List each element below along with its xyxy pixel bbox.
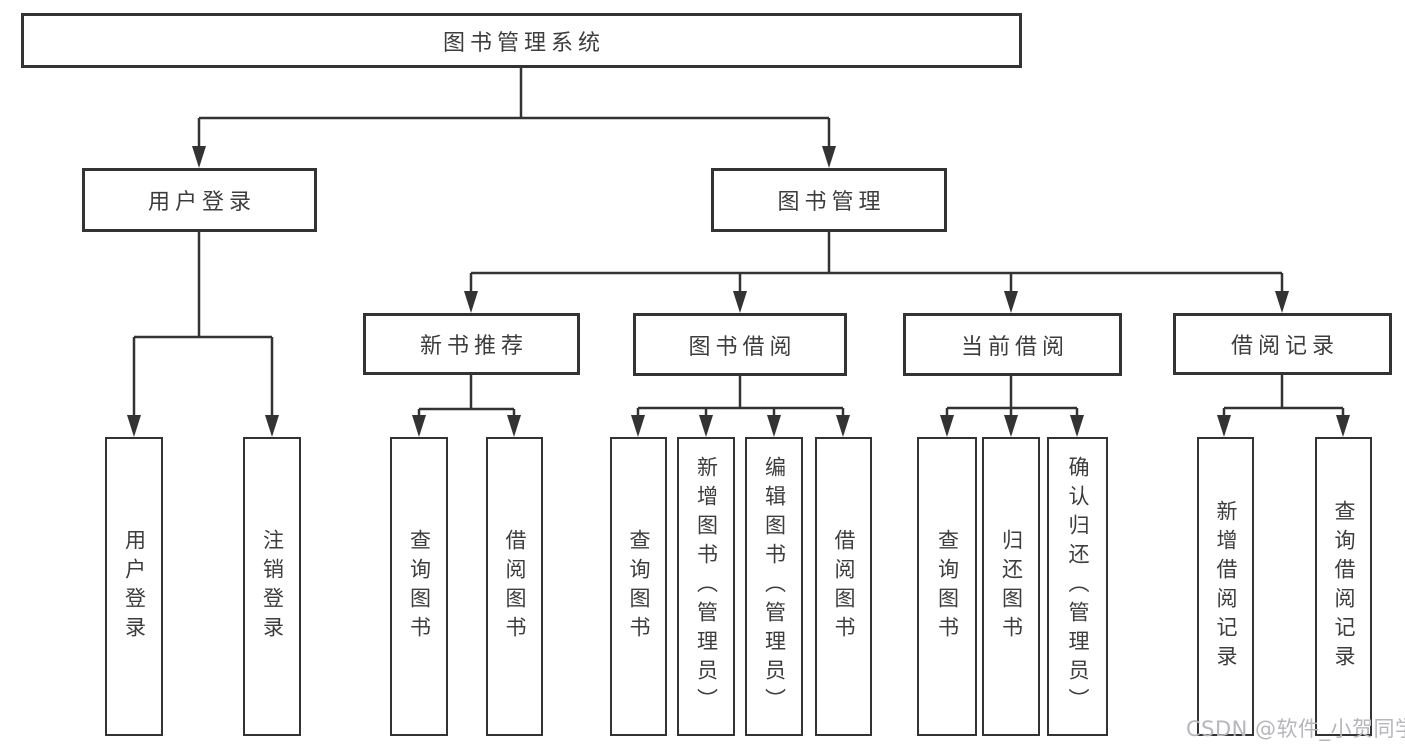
leaf-label: 查询图书 (627, 528, 651, 645)
node-label: 图书管理 (777, 190, 886, 215)
leaf-label: 借阅图书 (503, 528, 527, 645)
leaf-borrow-books-recommend: 借阅图书 (486, 437, 543, 736)
node-book-borrowing: 图书借阅 (633, 313, 847, 376)
node-borrowing-records: 借阅记录 (1173, 313, 1392, 375)
leaf-label: 查询借阅记录 (1332, 499, 1356, 674)
csdn-watermark: CSDN @软件_小贺同学 (1186, 717, 1405, 741)
node-user-login: 用户登录 (82, 168, 317, 232)
leaf-query-books-current: 查询图书 (917, 437, 977, 736)
leaf-edit-book-admin: 编辑图书（管理员） (745, 437, 803, 736)
leaf-label: 查询图书 (407, 528, 432, 645)
leaf-label: 编辑图书（管理员） (762, 456, 787, 717)
leaf-label: 新增图书（管理员） (694, 456, 719, 717)
leaf-label: 借阅图书 (832, 528, 856, 645)
leaf-logout: 注销登录 (243, 437, 301, 736)
node-current-borrowing: 当前借阅 (903, 313, 1122, 376)
node-label: 新书推荐 (419, 334, 528, 359)
leaf-query-books-borrowing: 查询图书 (610, 437, 667, 736)
leaf-borrow-books-borrowing: 借阅图书 (815, 437, 872, 736)
node-label: 当前借阅 (960, 334, 1069, 360)
leaf-return-books: 归还图书 (982, 437, 1040, 736)
node-new-book-recommend: 新书推荐 (363, 313, 580, 375)
node-label: 图书借阅 (688, 334, 797, 360)
node-book-management: 图书管理 (711, 168, 947, 232)
leaf-label: 查询图书 (935, 528, 960, 645)
leaf-query-books-recommend: 查询图书 (390, 437, 448, 736)
leaf-confirm-return-admin: 确认归还（管理员） (1047, 437, 1108, 736)
node-label: 用户登录 (147, 190, 256, 215)
node-label: 图书管理系统 (442, 30, 605, 56)
leaf-add-borrow-record: 新增借阅记录 (1197, 437, 1254, 736)
leaf-label: 注销登录 (260, 528, 285, 645)
leaf-label: 归还图书 (999, 528, 1024, 645)
leaf-user-login: 用户登录 (105, 437, 163, 736)
leaf-add-book-admin: 新增图书（管理员） (677, 437, 735, 736)
node-library-management-system: 图书管理系统 (21, 13, 1022, 68)
leaf-label: 确认归还（管理员） (1066, 456, 1090, 717)
leaf-label: 新增借阅记录 (1214, 499, 1238, 674)
leaf-label: 用户登录 (122, 528, 147, 645)
node-label: 借阅记录 (1230, 334, 1339, 359)
leaf-query-borrow-record: 查询借阅记录 (1315, 437, 1372, 736)
